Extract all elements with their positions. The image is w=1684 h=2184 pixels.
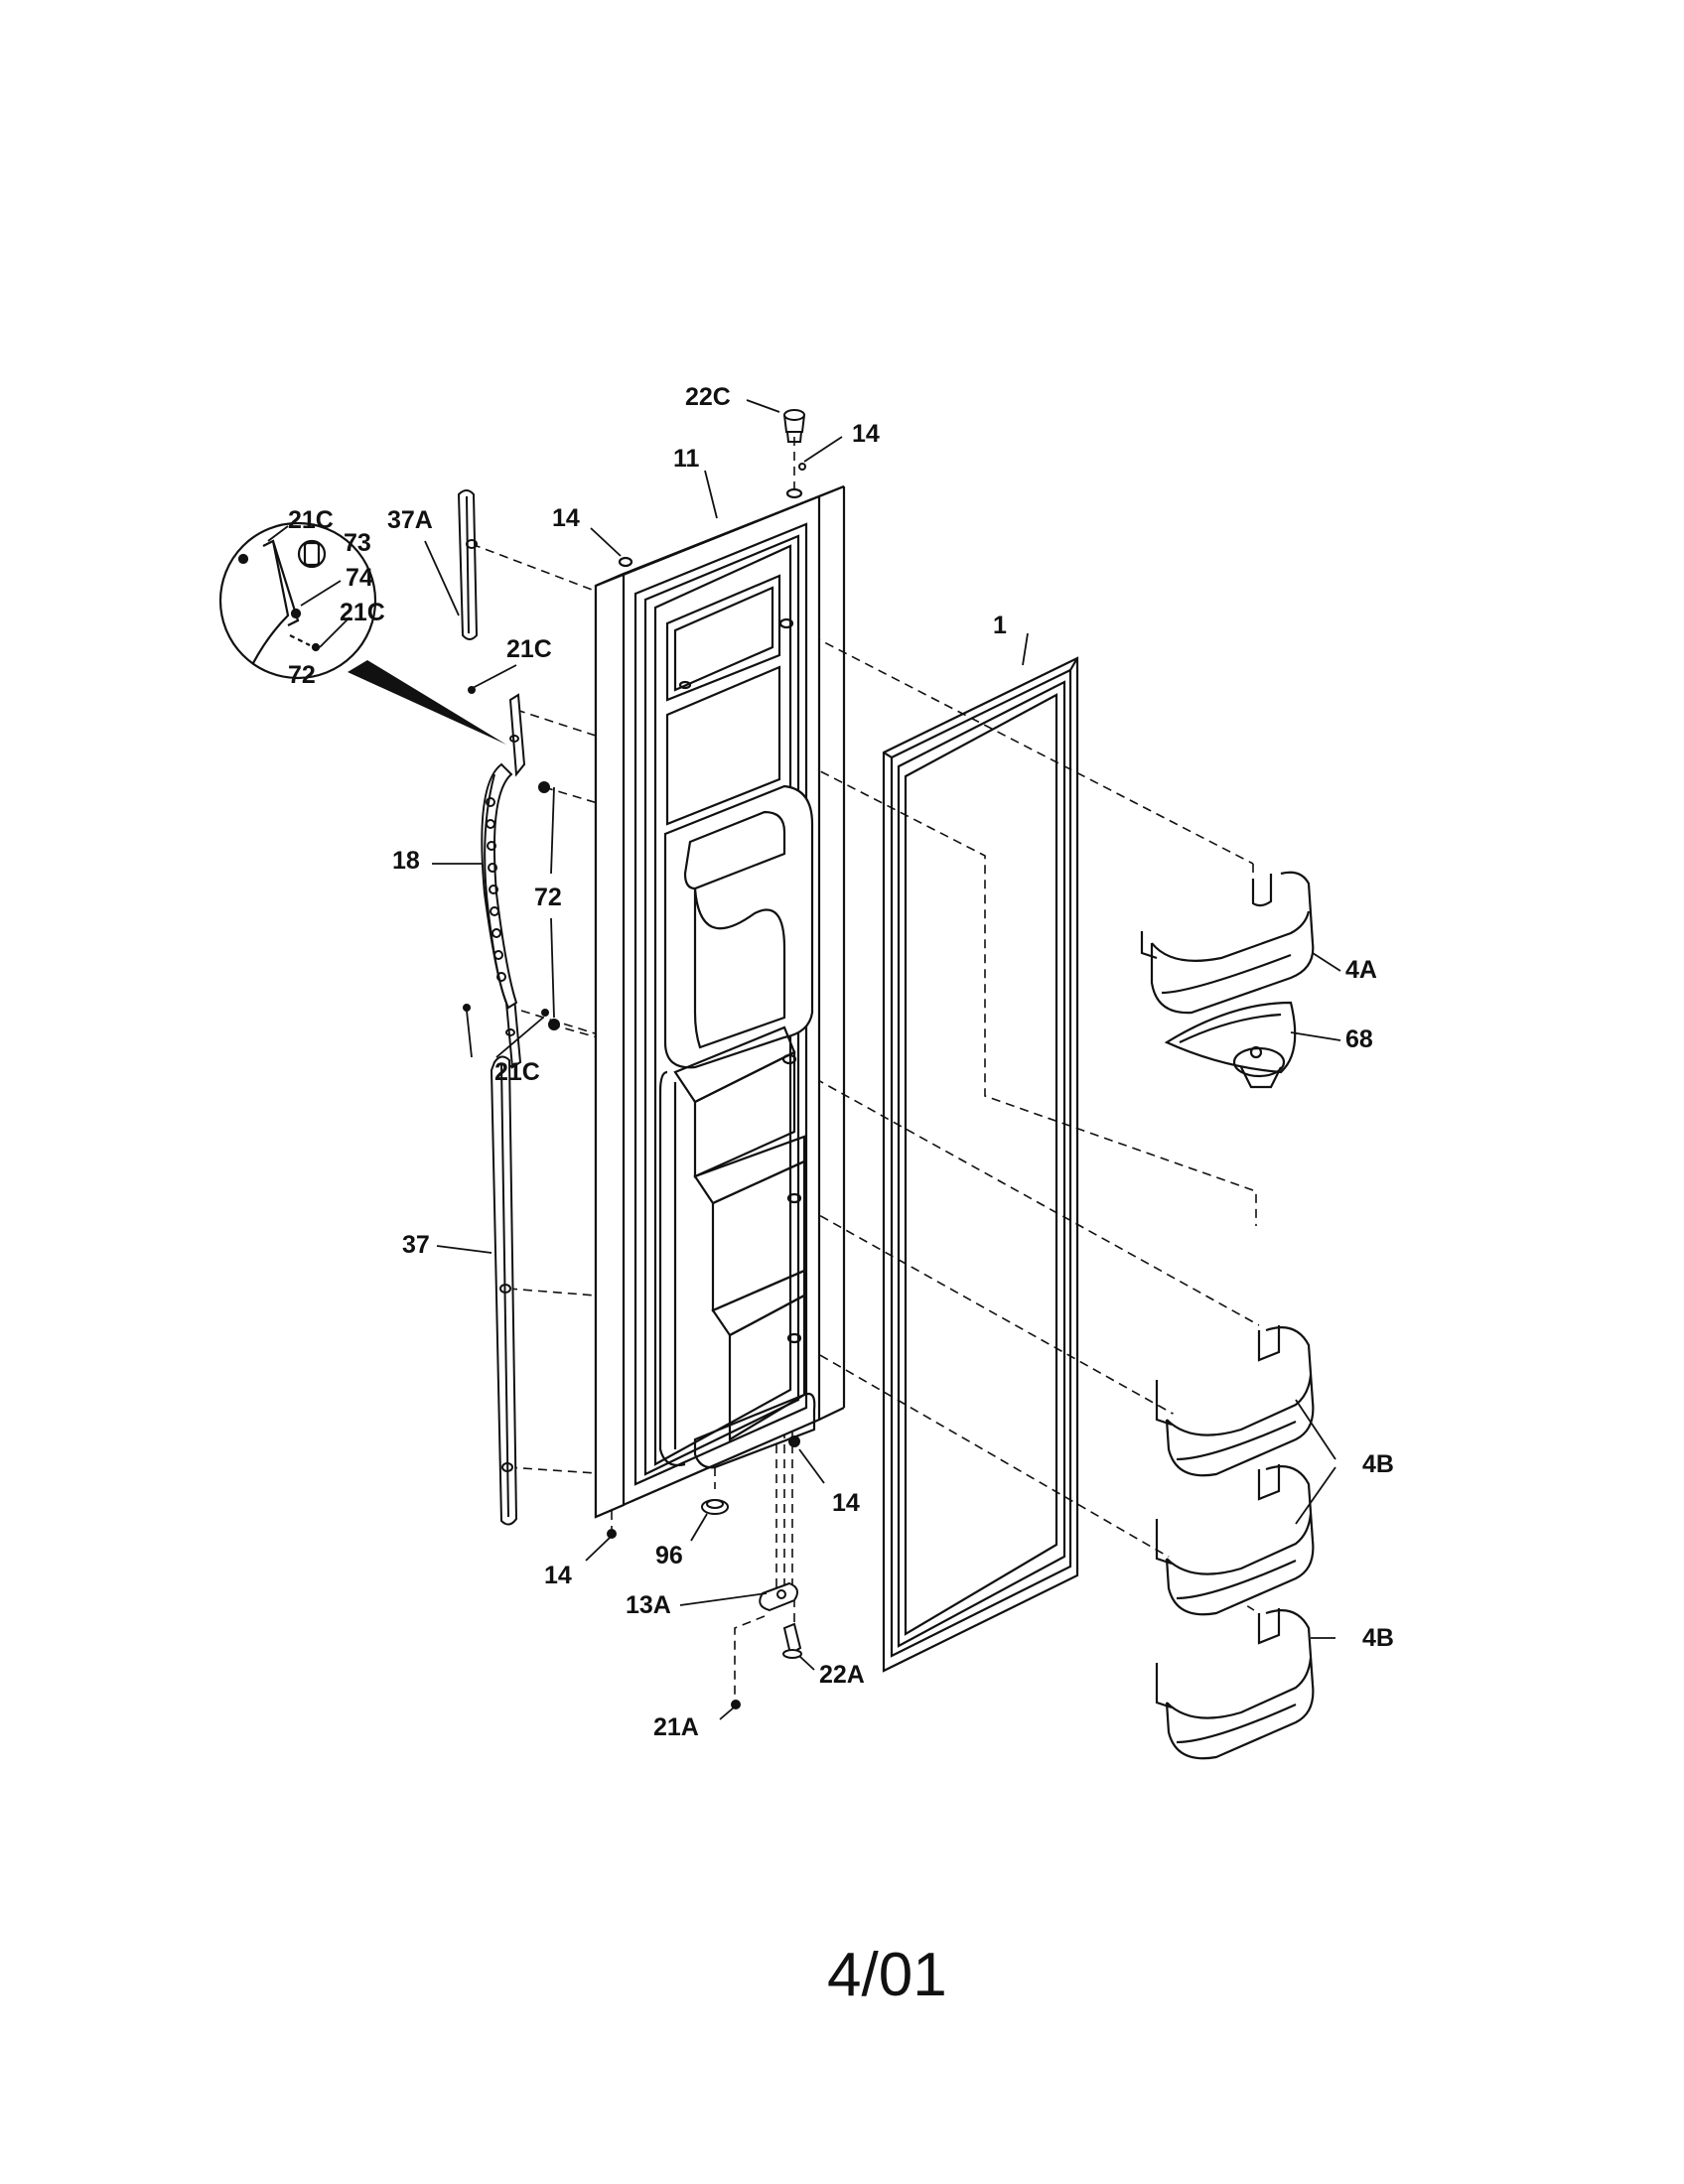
callout-21C-handle-bottom: 21C bbox=[494, 1058, 540, 1086]
callout-72-handle: 72 bbox=[534, 884, 562, 911]
callout-22A: 22A bbox=[819, 1661, 865, 1689]
callout-22C: 22C bbox=[685, 383, 731, 411]
callout-4A: 4A bbox=[1345, 956, 1377, 984]
callout-37: 37 bbox=[402, 1231, 430, 1259]
callout-37A: 37A bbox=[387, 506, 433, 534]
callout-18: 18 bbox=[392, 847, 420, 875]
callout-4B-upper: 4B bbox=[1362, 1450, 1394, 1478]
date-code: 4/01 bbox=[827, 1941, 947, 2009]
bottom-hardware bbox=[607, 1435, 801, 1709]
callout-14-bottom-right: 14 bbox=[832, 1489, 860, 1517]
callout-21C-handle-top: 21C bbox=[506, 635, 552, 663]
callout-14-top-left: 14 bbox=[552, 504, 580, 532]
callout-14-bottom-left: 14 bbox=[544, 1562, 572, 1589]
callout-labels: 22C 14 11 14 37A 21C 73 74 21C 72 21C 1 … bbox=[288, 383, 1394, 1741]
callout-72-detail: 72 bbox=[288, 661, 316, 689]
callout-74: 74 bbox=[346, 564, 373, 592]
door-gasket-part-1 bbox=[884, 658, 1077, 1671]
callout-21C-detail-top: 21C bbox=[288, 506, 334, 534]
leader-lines bbox=[267, 399, 1341, 1720]
callout-14-top-right: 14 bbox=[852, 420, 880, 448]
callout-1: 1 bbox=[993, 612, 1007, 639]
handle-trim-part-37A bbox=[459, 490, 477, 639]
handle-trim-part-37 bbox=[491, 1056, 516, 1524]
callout-21C-detail-mid: 21C bbox=[340, 599, 385, 626]
callout-13A: 13A bbox=[626, 1591, 671, 1619]
callout-4B-lower: 4B bbox=[1362, 1624, 1394, 1652]
callout-96: 96 bbox=[655, 1542, 683, 1570]
door-bin-part-4A bbox=[1142, 873, 1313, 1013]
callout-73: 73 bbox=[344, 529, 371, 557]
alignment-lines bbox=[471, 437, 1260, 1703]
hinge-pin-part-22C bbox=[784, 410, 806, 471]
callout-11: 11 bbox=[673, 445, 700, 473]
door-handle-part-18 bbox=[463, 686, 560, 1067]
detail-magnifier-circle bbox=[218, 521, 506, 745]
callout-68: 68 bbox=[1345, 1025, 1373, 1053]
door-liner-part-11 bbox=[596, 486, 844, 1517]
door-bin-part-4B-middle bbox=[1157, 1464, 1313, 1614]
door-bin-part-4B-lower bbox=[1157, 1608, 1313, 1758]
callout-21A: 21A bbox=[653, 1713, 699, 1741]
door-bin-part-4B-upper bbox=[1157, 1325, 1313, 1475]
holder-part-68 bbox=[1167, 1003, 1295, 1087]
